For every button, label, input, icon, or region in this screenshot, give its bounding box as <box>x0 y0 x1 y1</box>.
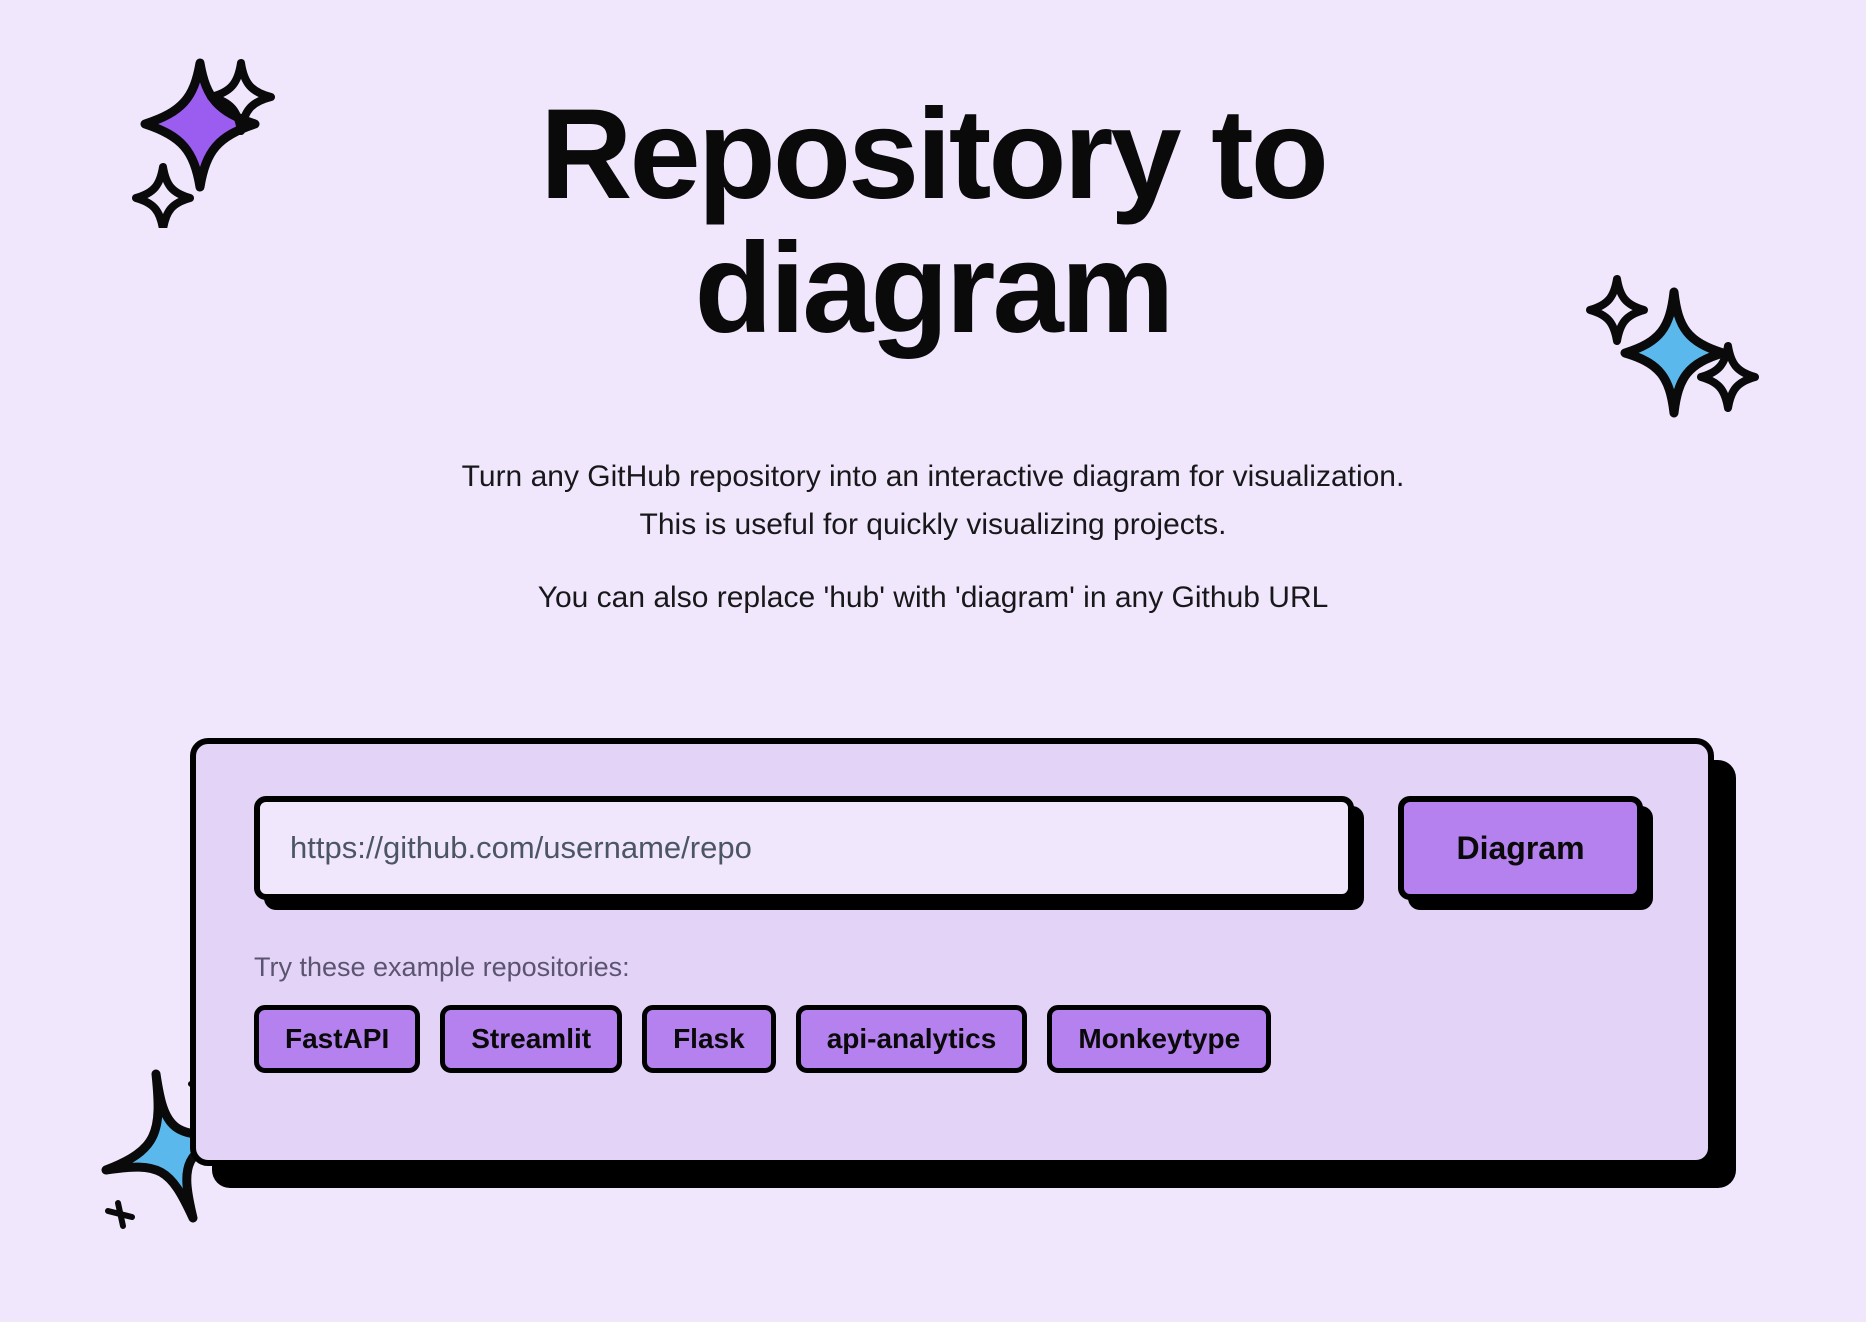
subtitle-block: Turn any GitHub repository into an inter… <box>0 453 1866 615</box>
repo-input-row: Diagram <box>254 796 1650 900</box>
example-button-fastapi[interactable]: FastAPI <box>254 1005 421 1073</box>
subtitle-line-1: Turn any GitHub repository into an inter… <box>461 459 1405 493</box>
example-button-streamlit[interactable]: Streamlit <box>440 1005 623 1073</box>
example-button-api-analytics[interactable]: api-analytics <box>795 1005 1028 1073</box>
example-button-flask[interactable]: Flask <box>642 1005 776 1073</box>
example-repository-buttons: FastAPI Streamlit Flask api-analytics Mo… <box>254 1005 1650 1073</box>
subtitle-line-2: This is useful for quickly visualizing p… <box>639 507 1227 541</box>
repo-url-input[interactable] <box>254 796 1354 900</box>
subtitle-note: You can also replace 'hub' with 'diagram… <box>537 580 1329 614</box>
repo-input-card: Diagram Try these example repositories: … <box>190 738 1714 1166</box>
page-title: Repository to diagram <box>0 87 1866 361</box>
examples-label: Try these example repositories: <box>254 952 630 982</box>
hero-section: Repository to diagram Turn any GitHub re… <box>0 0 1866 615</box>
page-title-line-2: diagram <box>694 217 1175 361</box>
example-button-monkeytype[interactable]: Monkeytype <box>1047 1005 1272 1073</box>
diagram-submit-button[interactable]: Diagram <box>1398 796 1643 900</box>
page-title-line-1: Repository to <box>540 83 1329 226</box>
